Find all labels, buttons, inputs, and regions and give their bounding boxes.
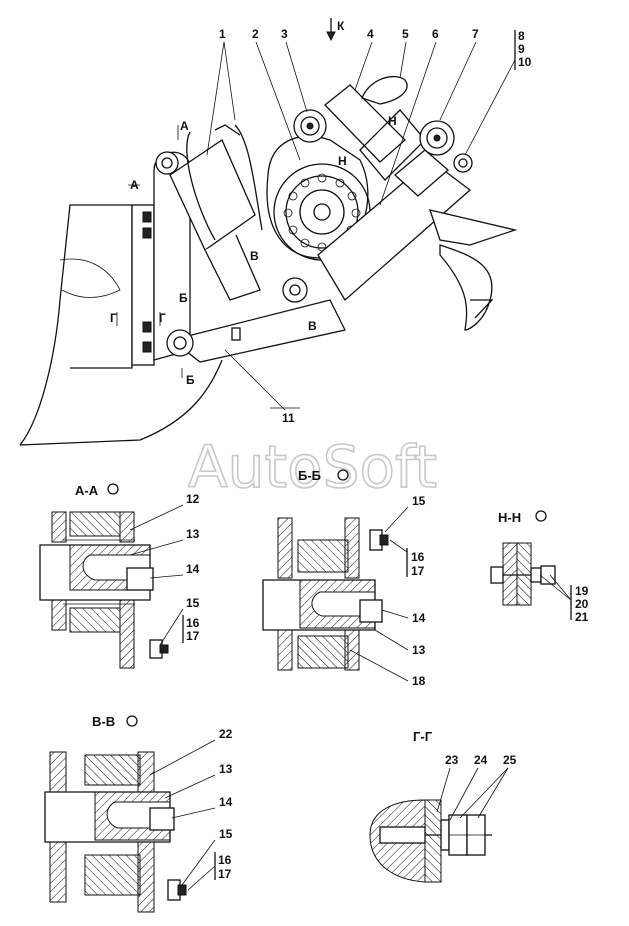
svg-text:В-В: В-В — [92, 714, 115, 729]
svg-text:К: К — [337, 19, 345, 33]
section-gg: Г-Г 23 24 25 — [369, 729, 517, 883]
svg-text:17: 17 — [411, 564, 425, 578]
svg-text:19: 19 — [575, 584, 589, 598]
lower-arm — [170, 299, 346, 363]
svg-text:16: 16 — [218, 853, 232, 867]
svg-text:Б-Б: Б-Б — [298, 468, 321, 483]
section-aa: А-А 12 13 14 15 16 17 — [39, 483, 200, 669]
view-arrow-k: К — [326, 18, 345, 42]
callout-3: 3 — [281, 27, 288, 41]
svg-text:Н: Н — [338, 154, 347, 168]
svg-text:18: 18 — [412, 674, 426, 688]
svg-text:Б: Б — [179, 291, 188, 305]
svg-text:Г: Г — [110, 311, 117, 325]
callout-4: 4 — [367, 27, 374, 41]
callout-7: 7 — [472, 27, 479, 41]
main-assembly-view — [19, 75, 518, 446]
svg-text:15: 15 — [412, 494, 426, 508]
svg-text:14: 14 — [412, 611, 426, 625]
svg-text:22: 22 — [219, 727, 233, 741]
main-section-marks: А А Б Б В В Г Г Н Н — [110, 114, 397, 387]
svg-text:А: А — [180, 119, 189, 133]
svg-text:20: 20 — [575, 597, 589, 611]
boom — [317, 159, 472, 302]
svg-text:16: 16 — [411, 550, 425, 564]
svg-text:13: 13 — [219, 762, 233, 776]
callout-10: 10 — [518, 55, 532, 69]
svg-text:21: 21 — [575, 610, 589, 624]
svg-text:Б: Б — [186, 373, 195, 387]
svg-text:А: А — [130, 178, 139, 192]
callout-11: 11 — [282, 411, 295, 425]
callout-1: 1 — [219, 27, 226, 41]
bucket-body — [19, 204, 223, 446]
svg-text:25: 25 — [503, 753, 517, 767]
svg-text:Н-Н: Н-Н — [498, 510, 521, 525]
svg-text:Г: Г — [159, 311, 166, 325]
svg-text:17: 17 — [218, 867, 232, 881]
hydraulic-cylinder — [169, 124, 263, 301]
callout-8: 8 — [518, 29, 525, 43]
svg-text:Г-Г: Г-Г — [413, 729, 433, 744]
svg-text:14: 14 — [219, 795, 233, 809]
svg-text:А-А: А-А — [75, 483, 99, 498]
callout-2: 2 — [252, 27, 259, 41]
callout-6: 6 — [432, 27, 439, 41]
section-hh: Н-Н 19 20 21 — [490, 510, 589, 624]
svg-text:16: 16 — [186, 616, 200, 630]
svg-text:24: 24 — [474, 753, 488, 767]
svg-text:В: В — [250, 249, 259, 263]
svg-text:17: 17 — [186, 629, 200, 643]
section-bb: Б-Б 15 16 17 14 13 18 — [262, 468, 426, 688]
callout-5: 5 — [402, 27, 409, 41]
svg-text:15: 15 — [219, 827, 233, 841]
svg-text:12: 12 — [186, 492, 200, 506]
callout-9: 9 — [518, 42, 525, 56]
svg-text:13: 13 — [412, 643, 426, 657]
svg-text:15: 15 — [186, 596, 200, 610]
svg-text:14: 14 — [186, 562, 200, 576]
watermark: AutoSoft — [188, 433, 437, 501]
svg-text:13: 13 — [186, 527, 200, 541]
section-vv: В-В 22 13 14 15 16 17 — [44, 714, 233, 913]
svg-text:23: 23 — [445, 753, 459, 767]
svg-text:В: В — [308, 319, 317, 333]
svg-text:Н: Н — [388, 114, 397, 128]
main-callouts: 1 2 3 4 5 6 7 8 9 10 11 — [206, 27, 532, 425]
